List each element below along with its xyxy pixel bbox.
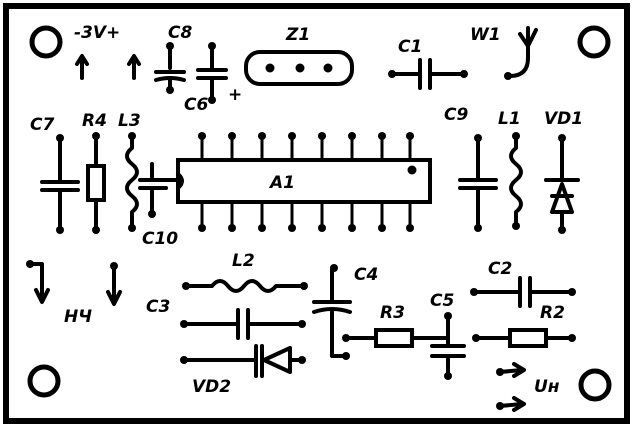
resistor-r2: [472, 328, 576, 348]
capacitor-c4: [312, 264, 352, 360]
label-c2: C2: [488, 259, 512, 279]
label-c6-plus: +: [228, 85, 242, 105]
label-c7: C7: [30, 115, 54, 135]
capacitor-c2: [470, 276, 576, 308]
inductor-l3: [125, 132, 139, 232]
resistor-r4: [86, 132, 106, 234]
capacitor-c8: [154, 42, 186, 94]
load-voltage-terminals: [496, 362, 526, 412]
label-vd1: VD1: [544, 109, 583, 129]
capacitor-c6: [196, 42, 228, 104]
component-labels: -3V+ C8 C6 + Z1 C1 W1 C7 R4 L3 A1 C9 L1 …: [30, 23, 583, 397]
label-r2: R2: [540, 303, 565, 323]
label-a1: A1: [268, 173, 295, 193]
capacitor-c3: [180, 308, 306, 340]
label-r3: R3: [380, 303, 405, 323]
label-c8: C8: [168, 23, 192, 43]
label-w1: W1: [470, 25, 501, 45]
mounting-hole-top-left: [29, 25, 63, 59]
power-terminals: [75, 54, 141, 80]
inductor-l1: [509, 132, 523, 230]
label-nch: НЧ: [64, 307, 92, 327]
antenna-w1: [504, 26, 538, 80]
capacitor-c9: [458, 134, 498, 232]
label-c10: C10: [142, 229, 178, 249]
diode-vd1: [544, 134, 580, 234]
label-l1: L1: [498, 109, 521, 129]
audio-output-terminals: [26, 260, 122, 306]
ic-a1-pins-top: [198, 132, 414, 162]
label-c5: C5: [430, 291, 454, 311]
capacitor-c5: [430, 312, 466, 380]
label-c3: C3: [146, 297, 170, 317]
label-vd2: VD2: [192, 377, 231, 397]
mounting-hole-bottom-right: [578, 368, 612, 402]
ic-a1: [176, 132, 432, 232]
capacitor-c1: [388, 58, 468, 90]
ic-a1-pins-bottom: [198, 200, 414, 232]
inductor-l2: [182, 279, 308, 293]
capacitor-c7: [40, 134, 80, 234]
mounting-holes: [27, 25, 612, 402]
mounting-hole-top-right: [577, 25, 611, 59]
crystal-z1: [244, 50, 354, 86]
label-c1: C1: [398, 37, 422, 57]
capacitor-c10: [138, 162, 178, 218]
label-r4: R4: [82, 111, 107, 131]
label-c9: C9: [444, 105, 468, 125]
label-l2: L2: [232, 251, 255, 271]
label-z1: Z1: [285, 25, 310, 45]
label-c4: C4: [354, 265, 378, 285]
resistor-r3: [342, 328, 448, 348]
label-l3: L3: [118, 111, 141, 131]
label-voltage: -3V+: [74, 23, 120, 43]
mounting-hole-bottom-left: [27, 364, 61, 398]
diode-vd2: [180, 344, 306, 378]
board-outline: [3, 3, 630, 424]
label-c6: C6: [184, 95, 208, 115]
label-un: Uн: [534, 377, 560, 397]
